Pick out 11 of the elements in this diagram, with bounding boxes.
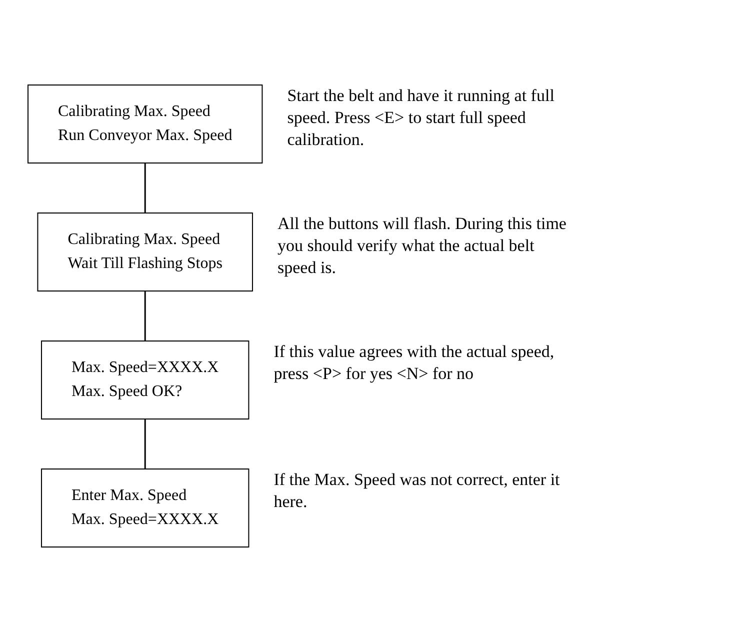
connector xyxy=(144,291,146,341)
node-box: Calibrating Max. Speed Wait Till Flashing Stops xyxy=(37,212,253,292)
node-box: Enter Max. Speed Max. Speed=XXXX.X xyxy=(40,468,250,548)
note-text: All the buttons will flash. During this time you should verify what the actual belt speed is. xyxy=(277,213,568,280)
node-box: Calibrating Max. Speed Run Conveyor Max. Speed xyxy=(28,84,263,164)
node-box: Max. Speed=XXXX.X Max. Speed OK? xyxy=(40,340,250,420)
note-text: If the Max. Speed was not correct, enter it here. xyxy=(274,469,561,514)
note-text: Start the belt and have it running at full speed. Press <E> to start full speed calibration. xyxy=(287,85,556,152)
connector xyxy=(144,419,146,469)
note-text: If this value agrees with the actual speed, press <P> for yes <N> for no xyxy=(274,341,556,386)
connector xyxy=(144,163,146,213)
